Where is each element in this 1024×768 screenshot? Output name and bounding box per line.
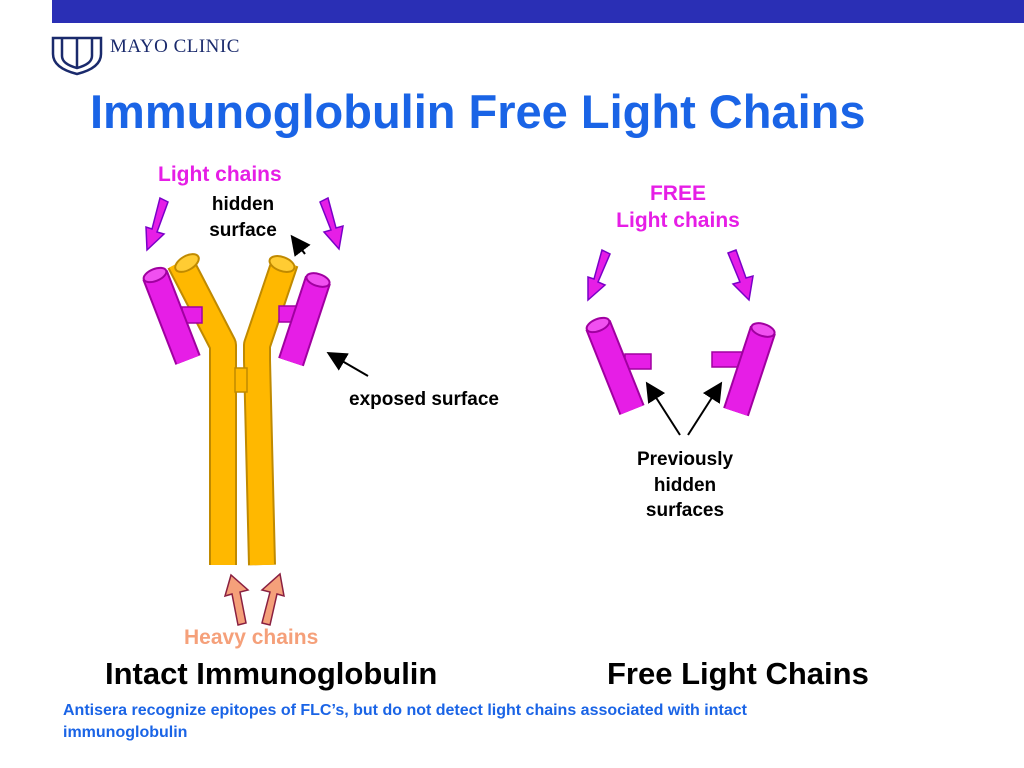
previously-line3: surfaces xyxy=(645,500,725,522)
hidden-surface-arrow xyxy=(290,234,311,257)
footer-line2: immunoglobulin xyxy=(63,723,188,741)
free-chain-arrows xyxy=(587,248,754,302)
previously-hidden-arrow-right xyxy=(687,381,723,436)
heavy-chains xyxy=(167,253,299,566)
mayo-shield-icon xyxy=(51,36,103,76)
previously-line1: Previously xyxy=(636,449,734,470)
exposed-surface-arrow xyxy=(326,351,369,377)
free-light-chains-label: FREE Light chains xyxy=(598,180,758,235)
intact-immunoglobulin-caption: Intact Immunoglobulin xyxy=(105,656,438,691)
light-chains-label: Light chains xyxy=(158,163,282,186)
page-title: Immunoglobulin Free Light Chains xyxy=(90,85,866,138)
exposed-surface-label: exposed surface xyxy=(349,389,499,410)
free-light-chains xyxy=(585,316,776,417)
hidden-surface-label: hidden surface xyxy=(198,192,288,243)
top-bar xyxy=(52,0,1024,23)
light-chain-arrows xyxy=(145,196,344,252)
hidden-surface-line2: surface xyxy=(209,219,277,241)
heavy-chains-label: Heavy chains xyxy=(184,626,319,649)
previously-hidden-arrow-left xyxy=(645,381,681,436)
previously-hidden-label: Previously hidden surfaces xyxy=(620,447,750,524)
free-line2: Light chains xyxy=(616,209,740,233)
brand-name: MAYO CLINIC xyxy=(110,36,240,57)
attached-light-chains xyxy=(142,266,331,367)
mayo-clinic-logo: MAYO CLINIC xyxy=(50,34,250,76)
footer-note: Antisera recognize epitopes of FLC’s, bu… xyxy=(63,700,963,743)
heavy-chain-arrows xyxy=(223,572,285,626)
previously-line2: hidden xyxy=(653,474,717,496)
hidden-surface-line1: hidden xyxy=(211,194,275,215)
footer-line1: Antisera recognize epitopes of FLC’s, bu… xyxy=(63,702,747,719)
free-light-chains-caption: Free Light Chains xyxy=(607,656,869,691)
free-line1: FREE xyxy=(649,182,706,205)
